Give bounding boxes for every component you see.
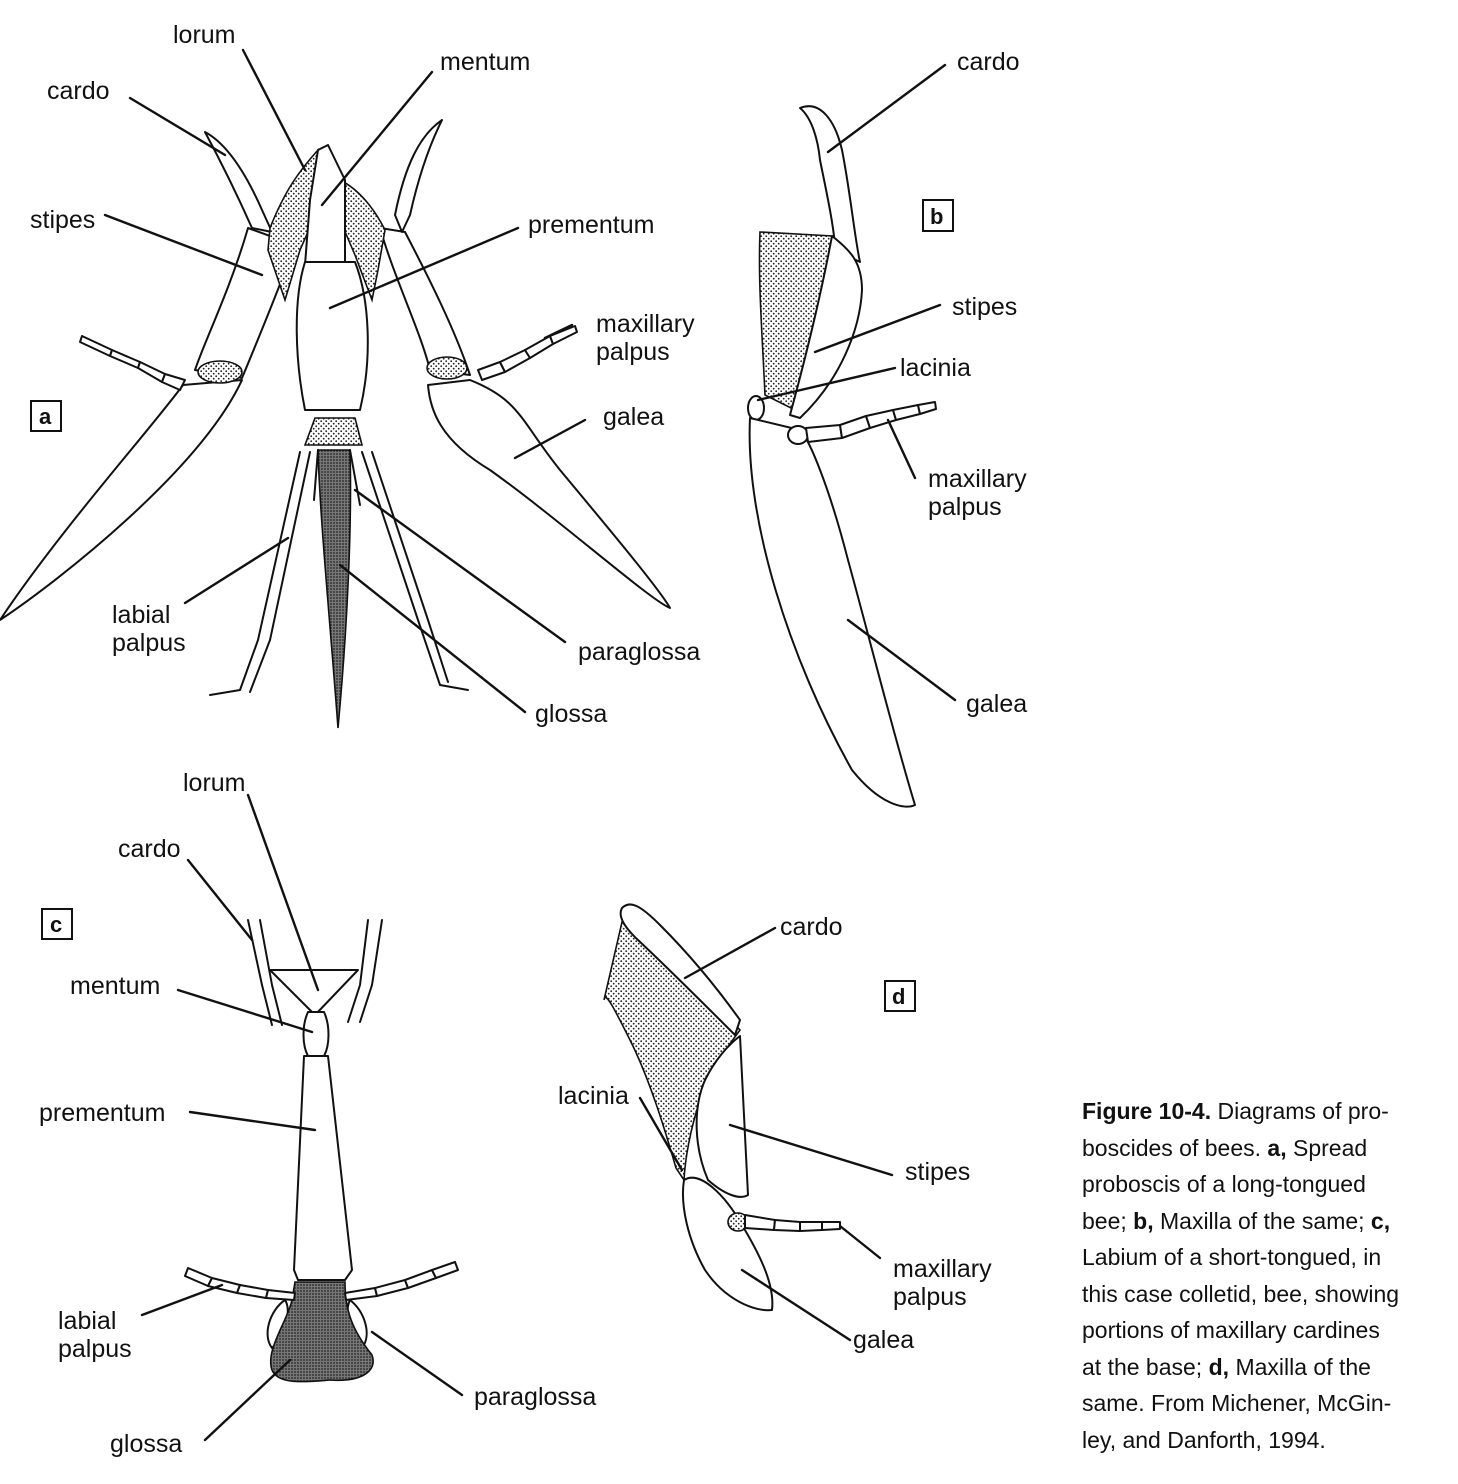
a-glossa xyxy=(317,449,352,729)
caption-letter-c: c, xyxy=(1370,1207,1391,1234)
a-label-stipes: stipes xyxy=(30,206,95,234)
panel-c: lorum cardo mentum prementum labial palp… xyxy=(39,769,596,1458)
a-label-paraglossa: paraglossa xyxy=(578,638,700,666)
caption-text-4: proboscis of a long-tongued xyxy=(1082,1171,1366,1197)
a-right-paraglossa xyxy=(349,449,361,506)
caption-text-7: Labium of a short-tongued, in xyxy=(1082,1244,1382,1270)
c-label-lorum: lorum xyxy=(183,769,246,797)
a-left-cardo xyxy=(204,131,273,233)
d-label-galea: galea xyxy=(853,1326,914,1354)
c-panel-box xyxy=(41,908,73,940)
a-left-labial-palpus xyxy=(209,451,311,696)
a-right-galea xyxy=(427,379,671,609)
b-galea xyxy=(748,417,916,808)
c-label-prementum: prementum xyxy=(39,1099,165,1127)
a-label-prementum: prementum xyxy=(528,211,654,239)
a-lorum-right xyxy=(339,178,386,303)
b-label-lacinia: lacinia xyxy=(900,354,971,382)
c-right-labial-palpus xyxy=(344,1261,459,1301)
a-right-cardo xyxy=(394,119,443,233)
caption-text-2: boscides of bees. xyxy=(1082,1134,1262,1161)
a-panel-letter: a xyxy=(39,404,52,429)
caption-letter-d: d, xyxy=(1208,1353,1230,1380)
d-label-maxillary-palpus-1: maxillary xyxy=(893,1255,992,1283)
caption-text-12: same. From Michener, McGin- xyxy=(1082,1390,1392,1416)
d-panel-letter: d xyxy=(892,984,905,1009)
a-label-maxillary-palpus-2: palpus xyxy=(596,338,670,366)
a-left-palpus-base xyxy=(197,360,243,384)
caption-letter-a: a, xyxy=(1267,1134,1287,1161)
c-label-mentum: mentum xyxy=(70,972,160,1000)
c-glossa xyxy=(269,1281,374,1383)
a-label-cardo: cardo xyxy=(47,77,110,105)
b-label-maxillary-palpus-1: maxillary xyxy=(928,465,1027,493)
d-galea xyxy=(682,1176,774,1312)
a-label-maxillary-palpus-1: maxillary xyxy=(596,310,695,338)
c-label-labial-palpus-1: labial xyxy=(58,1307,116,1335)
c-label-paraglossa: paraglossa xyxy=(474,1383,596,1411)
a-paraglossa-base xyxy=(303,417,364,446)
a-left-galea xyxy=(0,379,243,621)
panel-b: cardo stipes lacinia maxillary palpus ga… xyxy=(747,48,1027,808)
d-stipes xyxy=(695,1035,749,1198)
c-prementum xyxy=(293,1055,353,1281)
caption-letter-b: b, xyxy=(1133,1207,1154,1234)
a-right-labial-palpus xyxy=(361,451,469,691)
c-lorum xyxy=(269,969,359,1016)
a-label-labial-palpus-2: palpus xyxy=(112,629,186,657)
a-label-glossa: glossa xyxy=(535,700,607,728)
a-right-maxillary-palpus xyxy=(477,325,578,381)
a-right-palpus-base xyxy=(426,356,468,380)
c-left-cardo xyxy=(247,919,283,1026)
d-panel-box xyxy=(884,980,916,1012)
a-left-paraglossa xyxy=(313,449,319,501)
c-panel-letter: c xyxy=(50,912,62,937)
c-mentum xyxy=(302,1011,330,1057)
d-label-maxillary-palpus-2: palpus xyxy=(893,1283,967,1311)
caption-text-10: at the base; xyxy=(1082,1353,1203,1380)
c-label-glossa: glossa xyxy=(110,1430,182,1458)
c-left-labial-palpus xyxy=(184,1267,296,1301)
d-label-lacinia: lacinia xyxy=(558,1082,629,1110)
a-label-labial-palpus-1: labial xyxy=(112,601,170,629)
caption-text-9: portions of maxillary cardines xyxy=(1082,1317,1380,1343)
a-prementum xyxy=(295,261,369,411)
caption-text-5: bee; xyxy=(1082,1207,1127,1234)
caption-text-8: this case colletid, bee, showing xyxy=(1082,1280,1400,1307)
b-cardo xyxy=(799,105,861,263)
a-panel-box xyxy=(30,400,62,432)
d-maxillary-palpus xyxy=(727,1212,841,1232)
c-right-cardo xyxy=(347,919,383,1023)
caption-lead: Figure 10-4. xyxy=(1082,1098,1212,1124)
panel-d: cardo lacinia stipes maxillary palpus ga… xyxy=(558,903,992,1354)
b-panel-box xyxy=(922,199,954,232)
panel-a: lorum mentum cardo stipes prementum maxi… xyxy=(0,21,700,729)
a-label-mentum: mentum xyxy=(440,48,530,76)
caption-text-1: Diagrams of pro- xyxy=(1217,1098,1389,1124)
b-panel-letter: b xyxy=(930,204,943,229)
c-label-labial-palpus-2: palpus xyxy=(58,1335,132,1363)
caption-text-13: ley, and Danforth, 1994. xyxy=(1082,1426,1326,1453)
b-label-galea: galea xyxy=(966,690,1027,718)
a-left-maxillary-palpus xyxy=(79,335,186,391)
c-label-cardo: cardo xyxy=(118,835,181,863)
b-label-cardo: cardo xyxy=(957,48,1020,76)
caption-text-6: Maxilla of the same; xyxy=(1160,1207,1365,1234)
caption-text-3: Spread xyxy=(1292,1134,1368,1161)
a-lorum xyxy=(267,148,323,303)
caption-text-11: Maxilla of the xyxy=(1235,1353,1371,1380)
b-stipes xyxy=(789,235,863,419)
a-right-stipes xyxy=(379,227,471,376)
b-label-stipes: stipes xyxy=(952,293,1017,321)
b-label-maxillary-palpus-2: palpus xyxy=(928,493,1002,521)
a-label-galea: galea xyxy=(603,403,664,431)
figure-caption: Figure 10-4. Diagrams of pro- boscides o… xyxy=(1082,1093,1422,1458)
a-label-lorum: lorum xyxy=(173,21,236,49)
d-cardo xyxy=(619,903,741,1036)
b-maxillary-palpus xyxy=(787,401,937,445)
d-label-cardo: cardo xyxy=(780,913,843,941)
d-label-stipes: stipes xyxy=(905,1158,970,1186)
